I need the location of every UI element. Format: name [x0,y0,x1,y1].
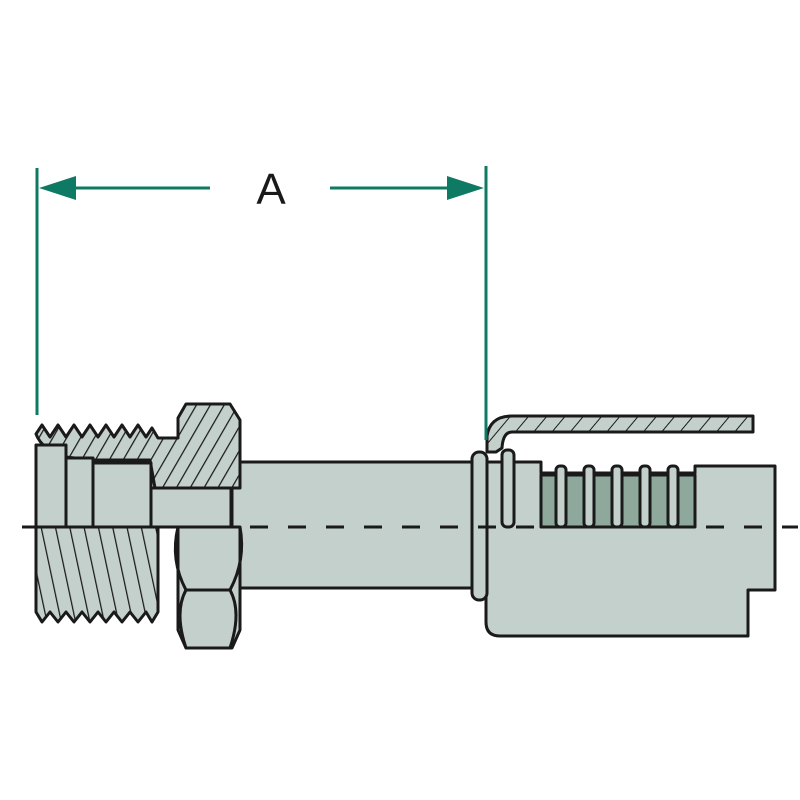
dimension-label: A [256,165,286,214]
dimension-a [35,166,488,440]
hex-chamfer [173,526,244,591]
bore-section-3 [91,461,153,529]
arrow-left-icon [39,176,76,200]
ferrule-sleeve [485,414,755,454]
inner-collar [500,448,516,529]
bore-section-4 [149,486,233,529]
barb-ribs [554,464,680,529]
hex-face [178,588,238,650]
tube [230,460,479,590]
arrow-right-icon [447,176,484,200]
thread-lower [34,525,160,624]
bore-section-1 [34,443,68,529]
bore-section-2 [64,456,95,529]
